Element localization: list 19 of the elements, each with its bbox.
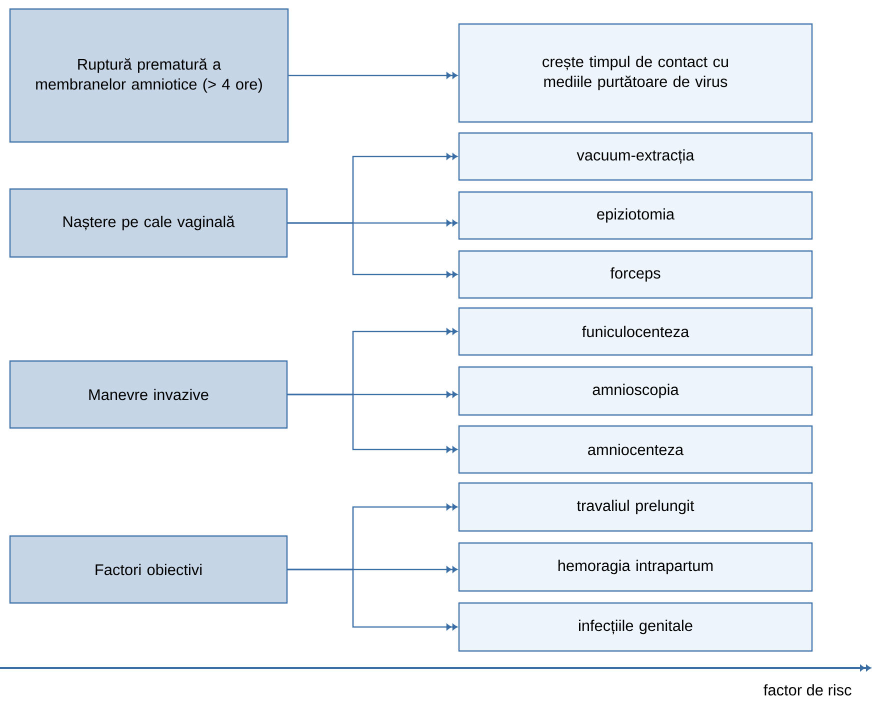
- cause-box: Manevre invazive: [9, 360, 288, 429]
- axis-label: factor de risc: [764, 684, 852, 696]
- outcome-box: crește timpul de contact cu mediile purtătoare de virus: [458, 23, 813, 123]
- outcome-box: travaliul prelungit: [458, 482, 813, 532]
- cause-box: Naștere pe cale vaginală: [9, 188, 288, 258]
- outcome-box: epiziotomia: [458, 191, 813, 240]
- cause-box: Ruptură prematură a membranelor amniotice (> 4 ore): [9, 8, 289, 143]
- arrow: [288, 568, 458, 630]
- outcome-box: funiculocenteza: [458, 307, 813, 356]
- arrow: [288, 222, 458, 278]
- outcome-box: infecțiile genitale: [458, 602, 813, 652]
- outcome-box: vacuum-extracția: [458, 132, 813, 181]
- arrow: [288, 72, 458, 79]
- outcome-box: forceps: [458, 250, 813, 299]
- arrow: [288, 394, 458, 453]
- cause-box: Factori obiectivi: [9, 535, 288, 604]
- outcome-box: amnioscopia: [458, 366, 813, 416]
- outcome-box: hemoragia intrapartum: [458, 542, 813, 592]
- outcome-box: amniocenteza: [458, 425, 813, 474]
